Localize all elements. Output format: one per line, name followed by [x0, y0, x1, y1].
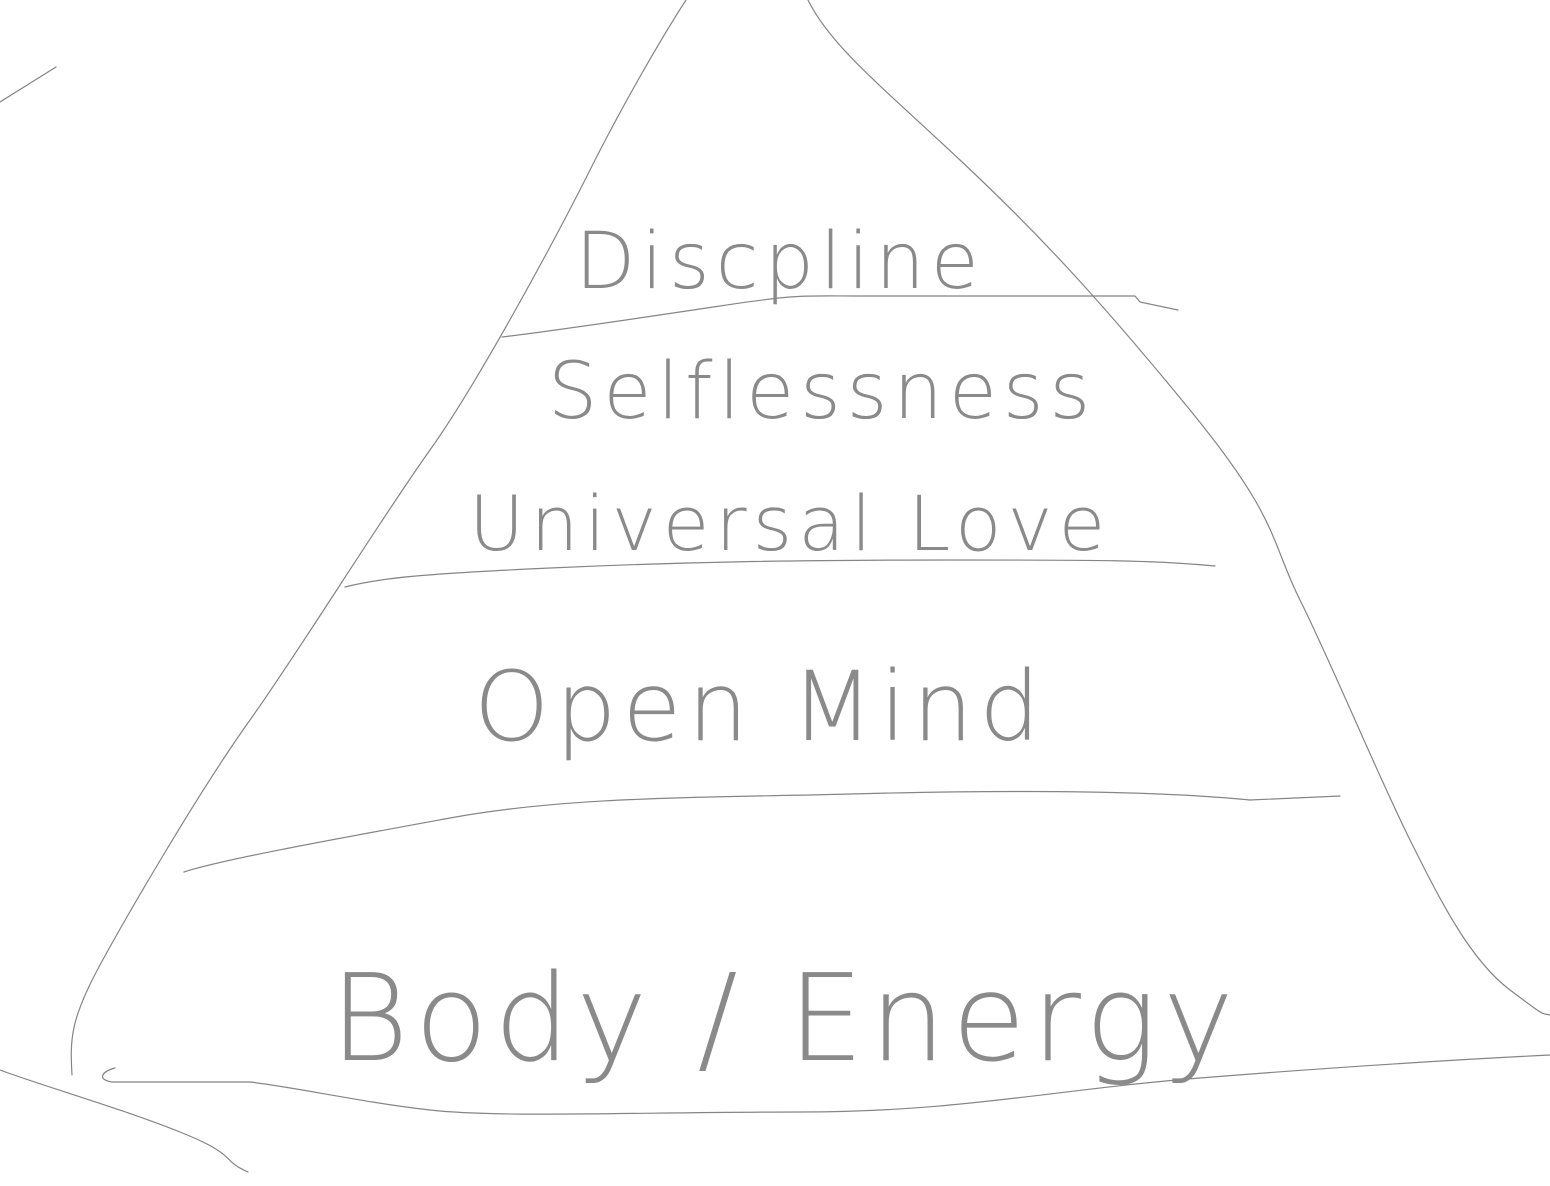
level-label-body-energy: Body / Energy — [330, 950, 1240, 1089]
divider-line-2 — [344, 559, 1216, 588]
pyramid-right-edge — [807, 0, 1550, 1016]
base-line — [102, 1054, 1550, 1115]
level-label-open-mind: Open Mind — [474, 651, 1046, 763]
pyramid-left-edge — [70, 0, 687, 1076]
level-label-selflessness: Selflessness — [548, 347, 1096, 437]
level-label-universal-love: Universal Love — [469, 479, 1112, 568]
divider-line-3 — [183, 790, 1341, 873]
level-label-discipline: Discpline — [575, 217, 985, 307]
stray-stroke-top-left — [0, 66, 57, 103]
divider-line-1 — [501, 295, 1179, 338]
stray-stroke-bottom-left — [0, 1069, 249, 1173]
